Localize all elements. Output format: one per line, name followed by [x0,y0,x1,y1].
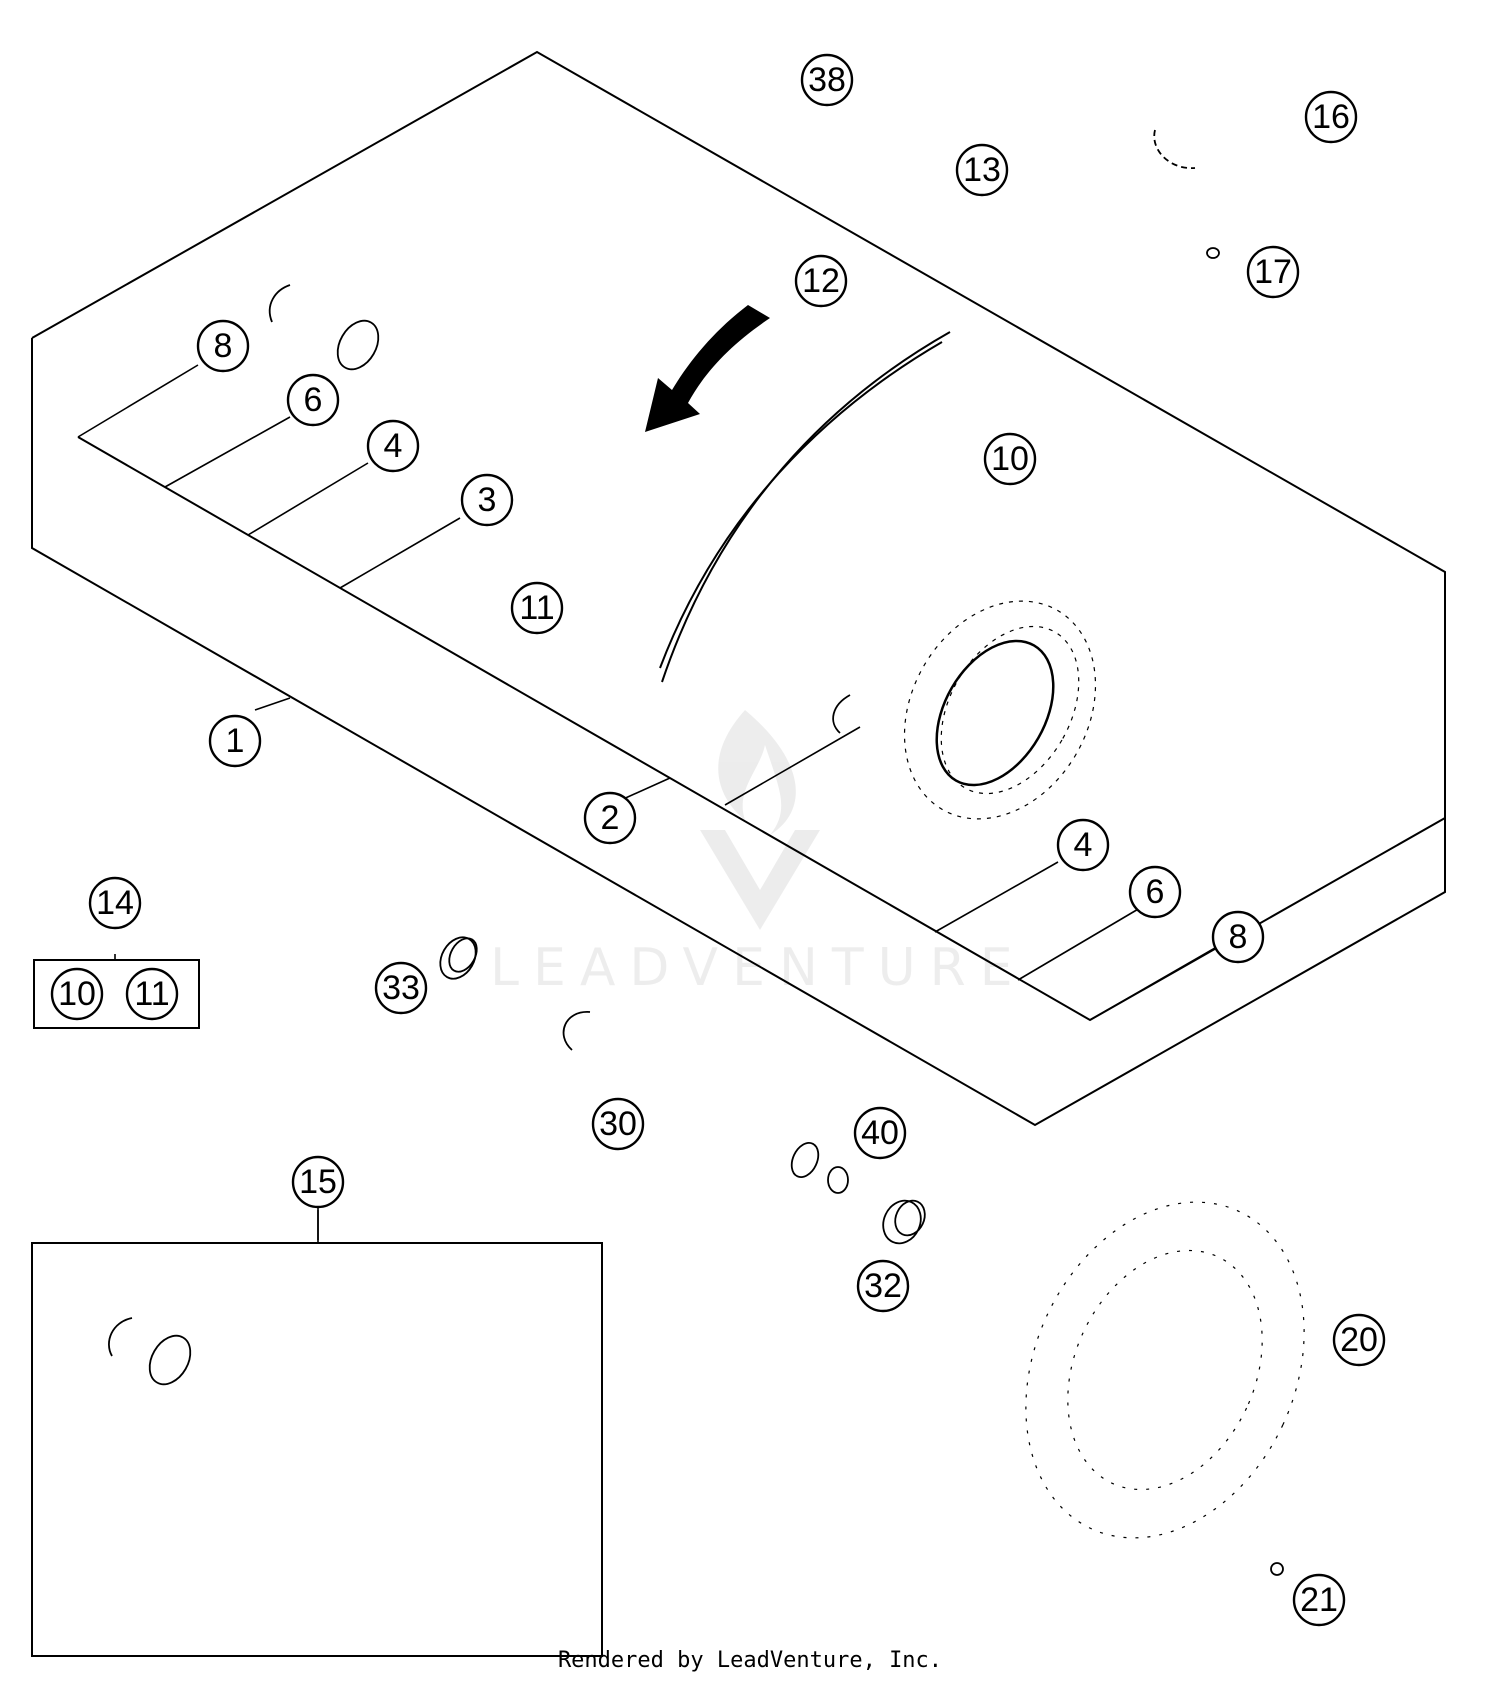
leader-lines [77,364,1216,1240]
hub-spacer [832,694,851,734]
callout-1: 1 [226,722,245,760]
callout-38: 38 [808,61,846,99]
part-sketches [108,129,1284,1576]
callout-14-10-circle [50,967,104,1021]
callout-21-circle [1292,1573,1346,1627]
sprocket-sketch [1025,1201,1305,1539]
callout-2: 2 [601,799,620,837]
seal-ring-top [336,319,380,371]
callout-6-top: 6 [304,381,323,419]
callout-12: 12 [802,262,840,300]
callout-10-main: 10 [991,440,1029,478]
callout-14: 14 [96,884,134,922]
callout-32: 32 [864,1267,902,1305]
clip-30 [562,1011,591,1051]
kit-box-14 [33,959,200,1029]
callout-3-circle [460,473,514,527]
callout-4-top: 4 [384,427,403,465]
leadventure-watermark-logo [700,710,820,930]
kit-box-15 [31,1242,603,1657]
callout-21: 21 [1300,1581,1338,1619]
callout-4-bot: 4 [1074,826,1093,864]
callout-1-circle [208,714,262,768]
bolt-17 [1206,247,1220,259]
callout-33: 33 [382,969,420,1007]
callout-6-bot-circle [1128,865,1182,919]
callout-13: 13 [963,151,1001,189]
callout-13-circle [955,143,1009,197]
callout-38-circle [800,53,854,107]
spacer-15 [108,1317,133,1357]
callout-8-bot: 8 [1229,918,1248,956]
callout-40-circle [853,1106,907,1160]
callout-30-circle [591,1097,645,1151]
watermark-text: LEADVENTURE [490,938,1027,998]
footer-credit: Rendered by LeadVenture, Inc. [557,1648,943,1673]
callout-15: 15 [299,1163,337,1201]
callout-40: 40 [861,1114,899,1152]
callout-14-circle [88,876,142,930]
rotation-arrow [645,305,770,432]
spacer-top [268,284,291,323]
callout-3: 3 [478,481,497,519]
rim-arc [659,331,951,683]
callout-17-circle [1246,245,1300,299]
nut-21 [1270,1562,1284,1576]
callout-16: 16 [1312,98,1350,136]
seal-ring-15 [148,1334,192,1386]
callout-8-top-circle [196,319,250,373]
callout-4-bot-circle [1056,818,1110,872]
callout-16-circle [1304,90,1358,144]
callout-14-11: 11 [134,975,169,1013]
callout-32-circle [856,1259,910,1313]
callouts [50,53,1386,1627]
callout-8-bot-circle [1211,910,1265,964]
spacer-16 [1153,129,1196,169]
callout-12-circle [794,254,848,308]
callout-14-11-circle [125,967,179,1021]
callout-2-circle [583,791,637,845]
callout-15-circle [291,1155,345,1209]
ring-40a [790,1142,820,1178]
callout-14-10: 10 [58,975,96,1013]
callout-11-main: 11 [519,589,554,627]
callout-30: 30 [599,1105,637,1143]
callout-33-circle [374,961,428,1015]
callout-20: 20 [1340,1321,1378,1359]
callout-4-top-circle [366,419,420,473]
hub [935,639,1055,787]
callout-17: 17 [1254,253,1292,291]
hub-detail [903,600,1097,820]
callout-10-main-circle [983,432,1037,486]
ring-40b [827,1166,849,1194]
callout-8-top: 8 [214,327,233,365]
callout-20-circle [1332,1313,1386,1367]
callout-6-top-circle [286,373,340,427]
callout-11-main-circle [510,581,564,635]
callout-6-bot: 6 [1146,873,1165,911]
